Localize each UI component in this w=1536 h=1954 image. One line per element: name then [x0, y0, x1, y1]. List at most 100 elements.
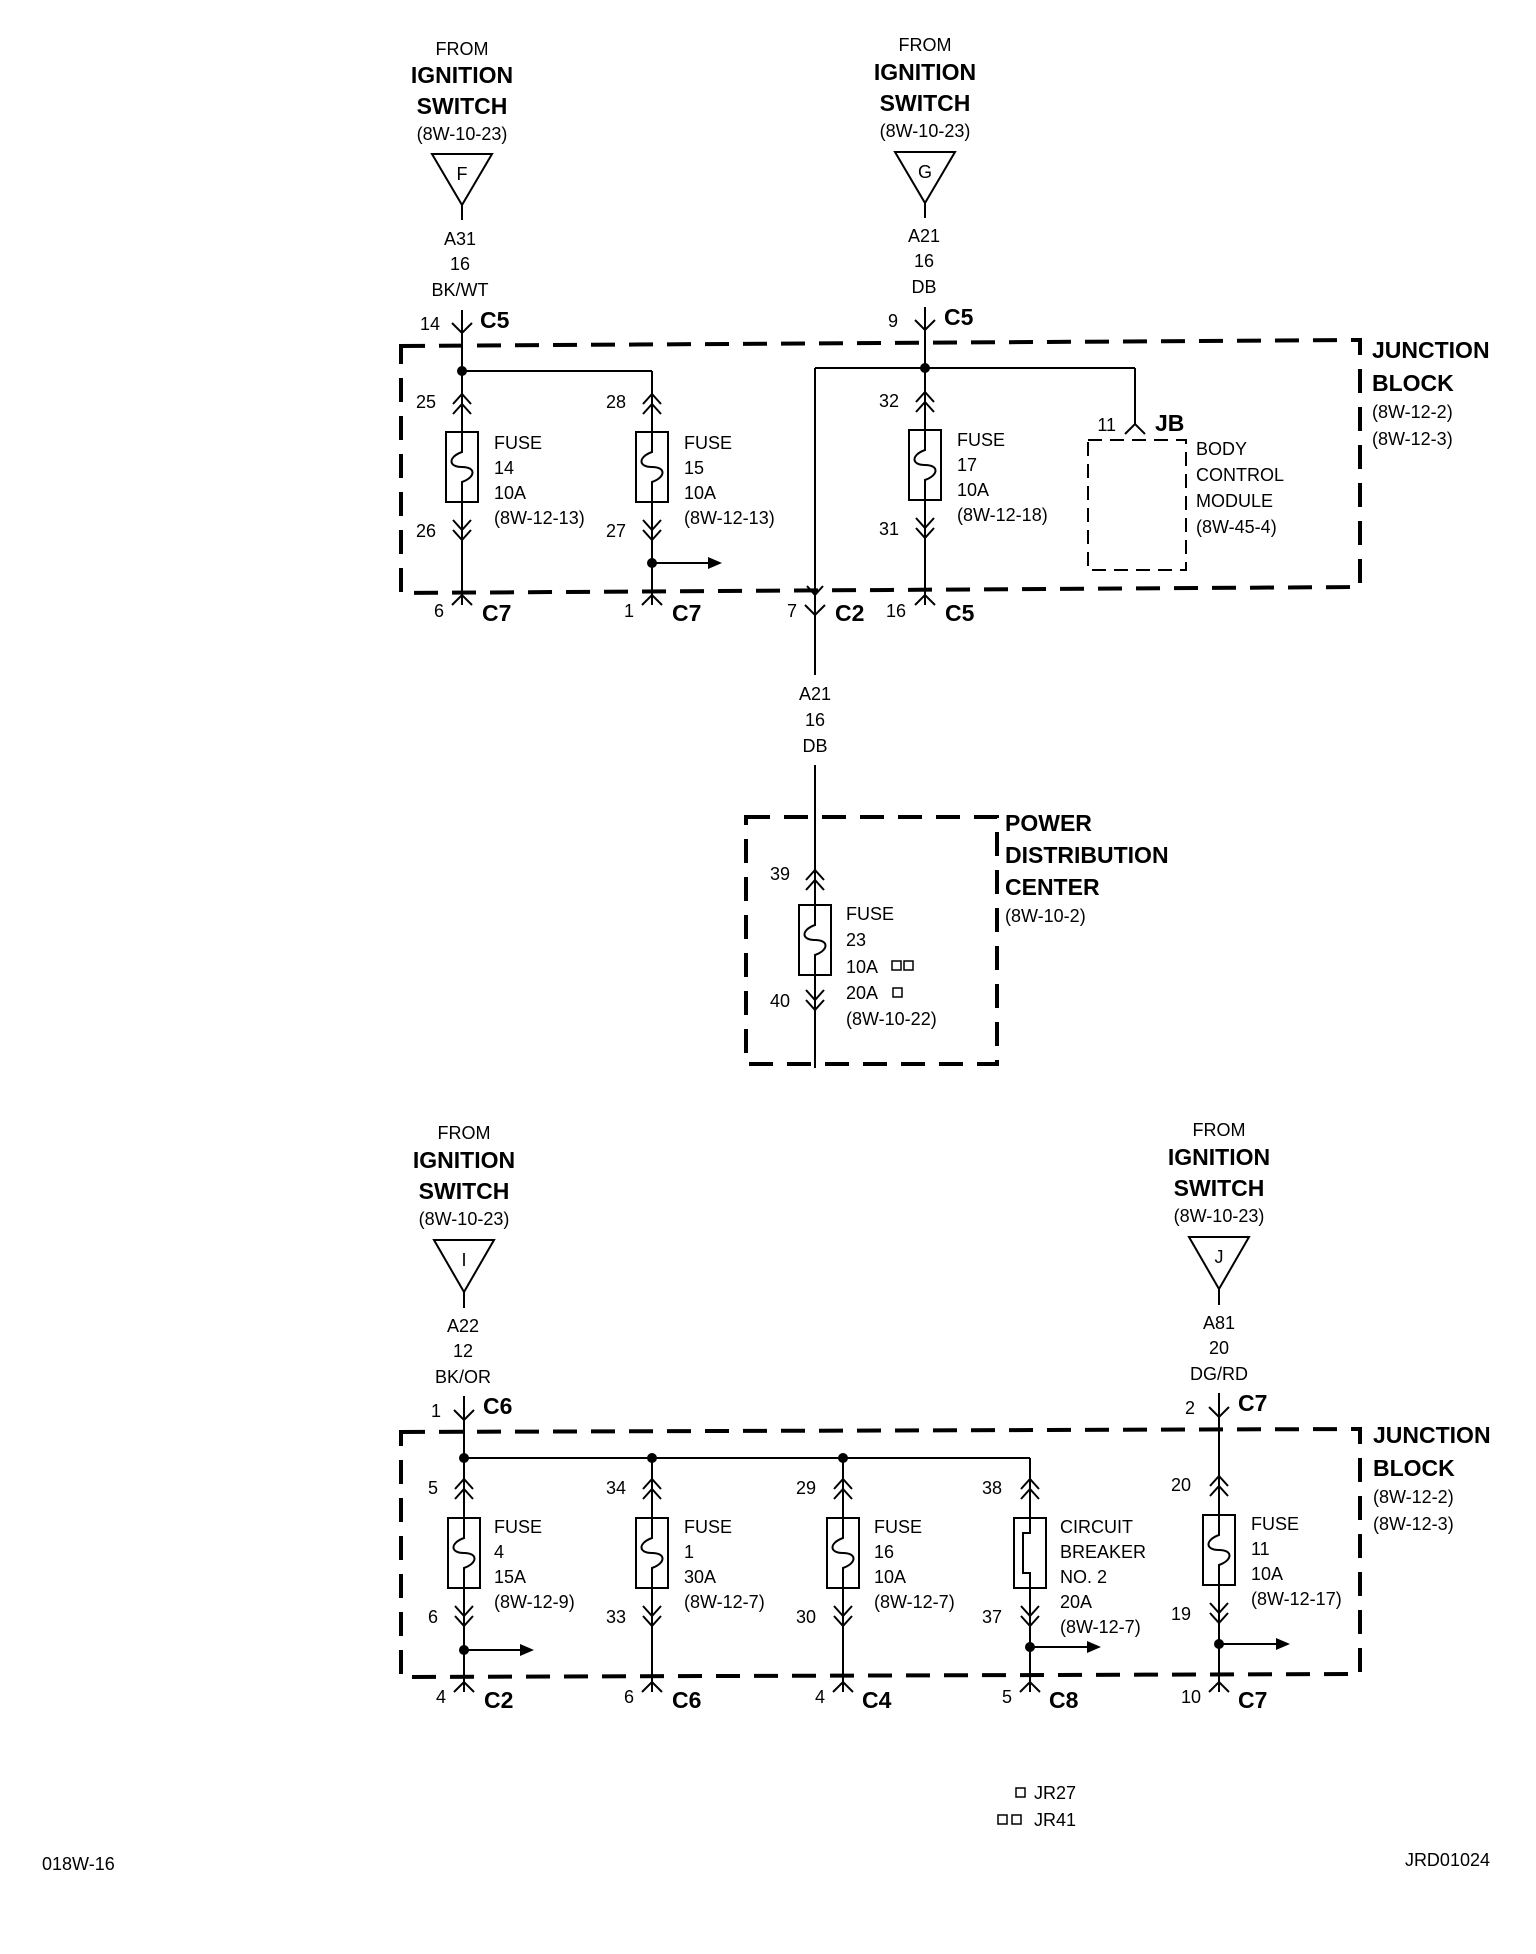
jb-ref-1: (8W-12-2)	[1372, 402, 1453, 422]
junction-block-top-label: JUNCTION BLOCK (8W-12-2) (8W-12-3)	[1372, 337, 1490, 449]
circuit-breaker-2: 38 37 CIRCUIT BREAKER NO. 2 20A (8W-12-7…	[982, 1478, 1146, 1637]
pin-number: 6	[624, 1687, 634, 1707]
fuse-number: 16	[874, 1542, 894, 1562]
bcm-label-3: MODULE	[1196, 491, 1273, 511]
fuse-label: FUSE	[846, 904, 894, 924]
pin-out: 31	[879, 519, 899, 539]
jb-ref-2: (8W-12-3)	[1372, 429, 1453, 449]
wire-gauge: 16	[450, 254, 470, 274]
pdc-label: POWER DISTRIBUTION CENTER (8W-10-2)	[1005, 810, 1169, 926]
wire-color: DB	[911, 277, 936, 297]
pin-number: 1	[624, 601, 634, 621]
connector-name: C7	[672, 600, 701, 626]
pin-in: 25	[416, 392, 436, 412]
fuse-23: 39 40 FUSE 23 10A 20A (8W-10-22)	[770, 864, 937, 1029]
fuse-number: 11	[1251, 1539, 1270, 1559]
pin-in: 32	[879, 391, 899, 411]
fuse-amperage-1: 10A	[846, 957, 878, 977]
jb-label-1: JUNCTION	[1372, 337, 1490, 363]
pin-number: 4	[815, 1687, 825, 1707]
pin-number: 2	[1185, 1398, 1195, 1418]
output-connector-c8-bottom: 5 C8	[1002, 1681, 1079, 1713]
fuse-amperage: 10A	[874, 1567, 906, 1587]
pin-out: 37	[982, 1607, 1002, 1627]
pin-in: 28	[606, 392, 626, 412]
source-triangle-f	[430, 153, 494, 207]
fuse-15-output-arrow	[647, 557, 722, 569]
legend-jr41-mark	[1011, 1814, 1022, 1825]
connector-c5-right: 9 C5	[888, 304, 974, 331]
footer-figure-code: JRD01024	[1405, 1850, 1490, 1870]
output-connector-c5: 16 C5	[886, 594, 975, 626]
jr41-mark	[891, 960, 902, 971]
pin-number: 9	[888, 311, 898, 331]
fuse-number: 15	[684, 458, 704, 478]
junction-block-top-border	[399, 337, 1362, 596]
wire-a21-pdc-label: A21 16 DB	[799, 684, 831, 756]
wire-circuit: A22	[447, 1316, 479, 1336]
fuse-ref: (8W-12-13)	[684, 508, 775, 528]
output-connector-c6-bottom: 6 C6	[624, 1681, 701, 1713]
pdc-label-2: DISTRIBUTION	[1005, 842, 1169, 868]
connector-c5-left: 14 C5	[420, 307, 510, 334]
footer-page-code: 018W-16	[42, 1854, 115, 1874]
pin-out: 40	[770, 991, 790, 1011]
pin-in: 20	[1171, 1475, 1191, 1495]
pin-in: 39	[770, 864, 790, 884]
junction-block-bottom-border	[399, 1426, 1362, 1680]
fuse-label: FUSE	[684, 1517, 732, 1537]
legend-jr27: JR27	[1034, 1783, 1076, 1803]
pin-out: 30	[796, 1607, 816, 1627]
wire-gauge: 16	[914, 251, 934, 271]
switch-label: SWITCH	[880, 90, 971, 116]
fuse-4: 5 6 FUSE 4 15A (8W-12-9)	[428, 1478, 575, 1627]
bcm-label-2: CONTROL	[1196, 465, 1284, 485]
connector-name: C7	[1238, 1390, 1267, 1416]
connector-name: C5	[480, 307, 510, 333]
jb-ref-1: (8W-12-2)	[1373, 1487, 1454, 1507]
fuse-number: 17	[957, 455, 977, 475]
fuse-ref: (8W-12-9)	[494, 1592, 575, 1612]
output-connector-c2: 7 C2	[787, 595, 864, 626]
wire-color: DB	[802, 736, 827, 756]
source-triangle-g	[893, 151, 957, 205]
fuse-ref: (8W-10-22)	[846, 1009, 937, 1029]
ignition-label: IGNITION	[1168, 1144, 1270, 1170]
fuse-number: 4	[494, 1542, 504, 1562]
connector-name: C6	[672, 1687, 701, 1713]
jb-label-2: BLOCK	[1373, 1455, 1455, 1481]
fuse-4-output-arrow	[459, 1644, 534, 1656]
pin-number: 5	[1002, 1687, 1012, 1707]
wire-color: BK/WT	[432, 280, 489, 300]
fuse-16: 29 30 FUSE 16 10A (8W-12-7)	[796, 1478, 955, 1627]
connector-c7-input: 2 C7	[1185, 1390, 1267, 1418]
jb-label-2: BLOCK	[1372, 370, 1454, 396]
fuse-number: 23	[846, 930, 866, 950]
connector-name: JB	[1155, 410, 1184, 436]
fuse-amperage: 10A	[684, 483, 716, 503]
fuse-11: 20 19 FUSE 11 10A (8W-12-17)	[1171, 1475, 1342, 1624]
source-triangle-j	[1187, 1236, 1251, 1292]
wire-color: DG/RD	[1190, 1364, 1248, 1384]
source-letter-i: I	[461, 1250, 466, 1270]
wire-circuit: A21	[799, 684, 831, 704]
pin-in: 5	[428, 1478, 438, 1498]
pin-out: 6	[428, 1607, 438, 1627]
source-letter-g: G	[918, 162, 932, 182]
cb-amperage: 20A	[1060, 1592, 1092, 1612]
ignition-label: IGNITION	[874, 59, 976, 85]
fuse-label: FUSE	[494, 433, 542, 453]
pin-number: 11	[1097, 415, 1116, 435]
legend: JR27 JR41	[997, 1783, 1076, 1830]
fuse-amperage: 30A	[684, 1567, 716, 1587]
pin-out: 19	[1171, 1604, 1191, 1624]
fuse-1: 34 33 FUSE 1 30A (8W-12-7)	[606, 1478, 765, 1627]
fuse-amperage: 10A	[957, 480, 989, 500]
fuse-ref: (8W-12-18)	[957, 505, 1048, 525]
pin-out: 33	[606, 1607, 626, 1627]
ref-label: (8W-10-23)	[1174, 1206, 1265, 1226]
connector-name: C6	[483, 1393, 512, 1419]
source-letter-f: F	[457, 164, 468, 184]
connector-name: C7	[482, 600, 511, 626]
from-label: FROM	[899, 35, 952, 55]
